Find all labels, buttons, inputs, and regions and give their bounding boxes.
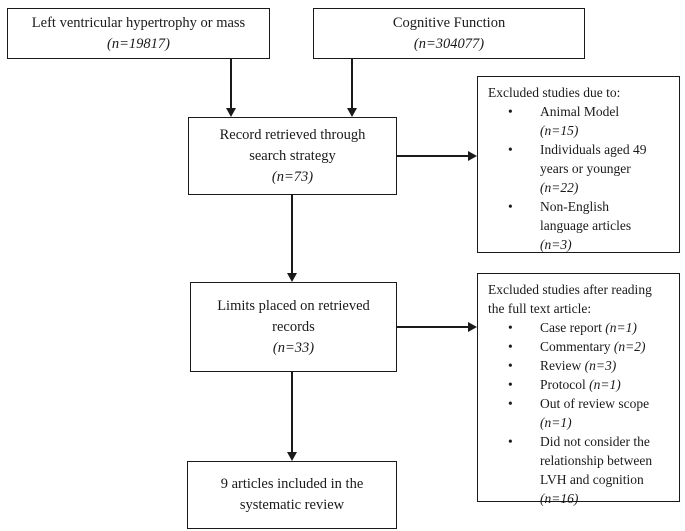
box-excluded-initial: Excluded studies due to: • Animal Model …	[477, 76, 680, 253]
excluded2-item-3-label: Protocol	[540, 377, 586, 392]
box-cognitive-label: Cognitive Function	[392, 14, 506, 31]
arrow-limits-to-included-head-icon	[287, 452, 297, 461]
arrow-limits-to-included-line	[291, 372, 293, 453]
box-lvh-count: (n=19817)	[107, 35, 170, 52]
box-lvh-source: Left ventricular hypertrophy or mass (n=…	[7, 8, 270, 59]
box-limits-count: (n=33)	[272, 339, 315, 356]
excluded1-item-1-count: (n=22)	[540, 180, 579, 195]
excluded2-item-0-count: (n=1)	[601, 320, 637, 335]
box-included-line2: systematic review	[239, 497, 345, 513]
excluded1-list: • Animal Model (n=15) • Individuals aged…	[488, 102, 673, 254]
excluded1-item-0-label: Animal Model	[540, 104, 620, 119]
box-record-count: (n=73)	[271, 168, 314, 185]
arrow-record-to-excluded1-line	[397, 155, 469, 157]
excluded1-item-1-label: Individuals aged 49 years or younger	[540, 142, 647, 176]
excluded2-item-2-count: (n=3)	[581, 358, 617, 373]
box-lvh-label: Left ventricular hypertrophy or mass	[31, 14, 246, 31]
box-cognitive-source: Cognitive Function (n=304077)	[313, 8, 585, 59]
excluded2-item-4-count: (n=1)	[540, 415, 572, 430]
excluded1-item-2-count: (n=3)	[540, 237, 572, 252]
arrow-limits-to-excluded2-line	[397, 326, 469, 328]
box-record-retrieved: Record retrieved through search strategy…	[188, 117, 397, 195]
box-limits: Limits placed on retrieved records (n=33…	[190, 282, 397, 372]
list-item: • Individuals aged 49 years or younger (…	[488, 140, 673, 197]
bullet-icon: •	[508, 377, 513, 392]
list-item: • Case report (n=1)	[488, 318, 673, 337]
excluded2-item-1-count: (n=2)	[610, 339, 646, 354]
bullet-icon: •	[508, 434, 513, 449]
excluded2-item-2-label: Review	[540, 358, 582, 373]
bullet-icon: •	[508, 358, 513, 373]
box-limits-line1: Limits placed on retrieved	[217, 297, 370, 314]
bullet-icon: •	[508, 320, 513, 335]
box-cognitive-count: (n=304077)	[413, 35, 485, 52]
excluded1-title: Excluded studies due to:	[488, 85, 621, 100]
list-item: • Commentary (n=2)	[488, 337, 673, 356]
bullet-icon: •	[508, 142, 513, 157]
arrow-lvh-to-record-line	[230, 59, 232, 109]
bullet-icon: •	[508, 339, 513, 354]
excluded2-item-0-label: Case report	[540, 320, 602, 335]
box-record-line2: search strategy	[249, 147, 336, 164]
arrow-record-to-limits-head-icon	[287, 273, 297, 282]
bullet-icon: •	[508, 199, 513, 214]
list-item: • Non-English language articles (n=3)	[488, 197, 673, 254]
excluded2-list: • Case report (n=1) • Commentary (n=2) •…	[488, 318, 673, 508]
arrow-record-to-excluded1-head-icon	[468, 151, 477, 161]
list-item: • Review (n=3)	[488, 356, 673, 375]
list-item: • Animal Model (n=15)	[488, 102, 673, 140]
box-included: 9 articles included in the systematic re…	[187, 461, 397, 529]
list-item: • Out of review scope (n=1)	[488, 394, 673, 432]
excluded2-title: Excluded studies after reading the full …	[488, 282, 652, 316]
excluded2-item-4-label: Out of review scope	[540, 396, 650, 411]
excluded1-item-0-count: (n=15)	[540, 123, 579, 138]
arrow-cognitive-to-record-line	[351, 59, 353, 109]
arrow-limits-to-excluded2-head-icon	[468, 322, 477, 332]
list-item: • Did not consider the relationship betw…	[488, 432, 673, 508]
bullet-icon: •	[508, 104, 513, 119]
box-record-line1: Record retrieved through	[219, 126, 366, 143]
excluded2-item-5-count: (n=16)	[540, 491, 579, 506]
arrow-record-to-limits-line	[291, 195, 293, 274]
excluded2-item-1-label: Commentary	[540, 339, 611, 354]
excluded2-item-3-count: (n=1)	[585, 377, 621, 392]
arrow-lvh-to-record-head-icon	[226, 108, 236, 117]
list-item: • Protocol (n=1)	[488, 375, 673, 394]
box-limits-line2: records	[272, 318, 315, 335]
excluded1-item-2-label: Non-English language articles	[540, 199, 632, 233]
box-excluded-fulltext: Excluded studies after reading the full …	[477, 273, 680, 506]
excluded2-item-5-label: Did not consider the relationship betwee…	[540, 434, 653, 487]
box-included-line1: 9 articles included in the	[220, 476, 364, 492]
bullet-icon: •	[508, 396, 513, 411]
arrow-cognitive-to-record-head-icon	[347, 108, 357, 117]
